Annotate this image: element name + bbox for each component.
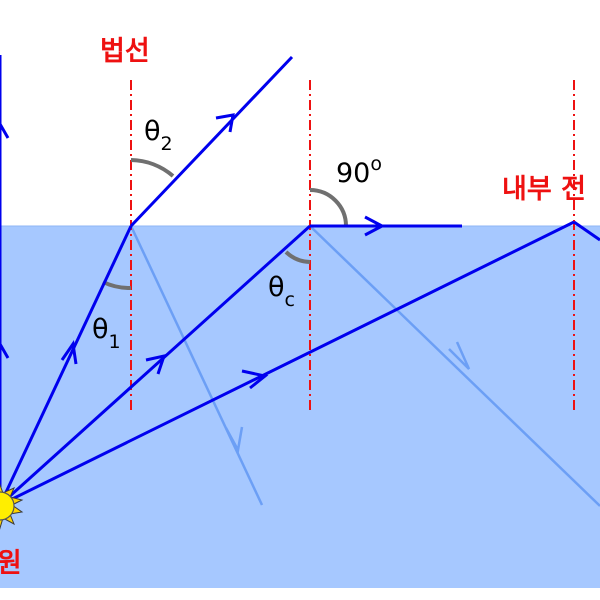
theta2-label: θ2 bbox=[144, 116, 173, 155]
ray-arrowheads bbox=[0, 113, 386, 390]
reflected-rays bbox=[129, 225, 600, 507]
right-angle-label: 90o bbox=[336, 153, 382, 189]
arrow-grazing bbox=[364, 215, 386, 237]
reflected-ray-1 bbox=[129, 225, 264, 506]
reflected-ray-2 bbox=[309, 225, 600, 507]
incident-ray-critical bbox=[0, 224, 312, 507]
incident-ray-1 bbox=[0, 225, 133, 506]
arrow-tir bbox=[241, 369, 269, 390]
arc-theta2 bbox=[130, 158, 175, 178]
normal-lines bbox=[130, 80, 575, 412]
arrow-critical bbox=[145, 353, 167, 375]
arrow-refracted-1 bbox=[215, 113, 235, 133]
incident-ray-tir bbox=[0, 220, 575, 507]
arrow-vertical-top bbox=[0, 120, 10, 139]
arrow-vertical-bottom bbox=[0, 340, 10, 359]
light-source-icon bbox=[0, 483, 24, 530]
arrow-incident-1 bbox=[60, 340, 78, 365]
theta1-label: θ1 bbox=[92, 314, 121, 353]
refracted-ray-1 bbox=[129, 55, 294, 228]
arc-90deg bbox=[309, 188, 348, 227]
tir-label: 내부 전 bbox=[502, 174, 586, 205]
water-region bbox=[0, 226, 600, 588]
reflected-ray-1-arrow bbox=[224, 426, 244, 454]
incident-rays bbox=[0, 55, 600, 507]
sun-core-icon bbox=[0, 491, 15, 521]
normal-label: 법선 bbox=[100, 36, 150, 67]
arc-thetac bbox=[284, 250, 311, 264]
thetac-label: θc bbox=[268, 272, 295, 311]
light-source-label: 광원 bbox=[0, 548, 22, 579]
reflected-ray-2-arrow bbox=[448, 341, 471, 370]
tir-reflected-ray bbox=[573, 220, 600, 242]
